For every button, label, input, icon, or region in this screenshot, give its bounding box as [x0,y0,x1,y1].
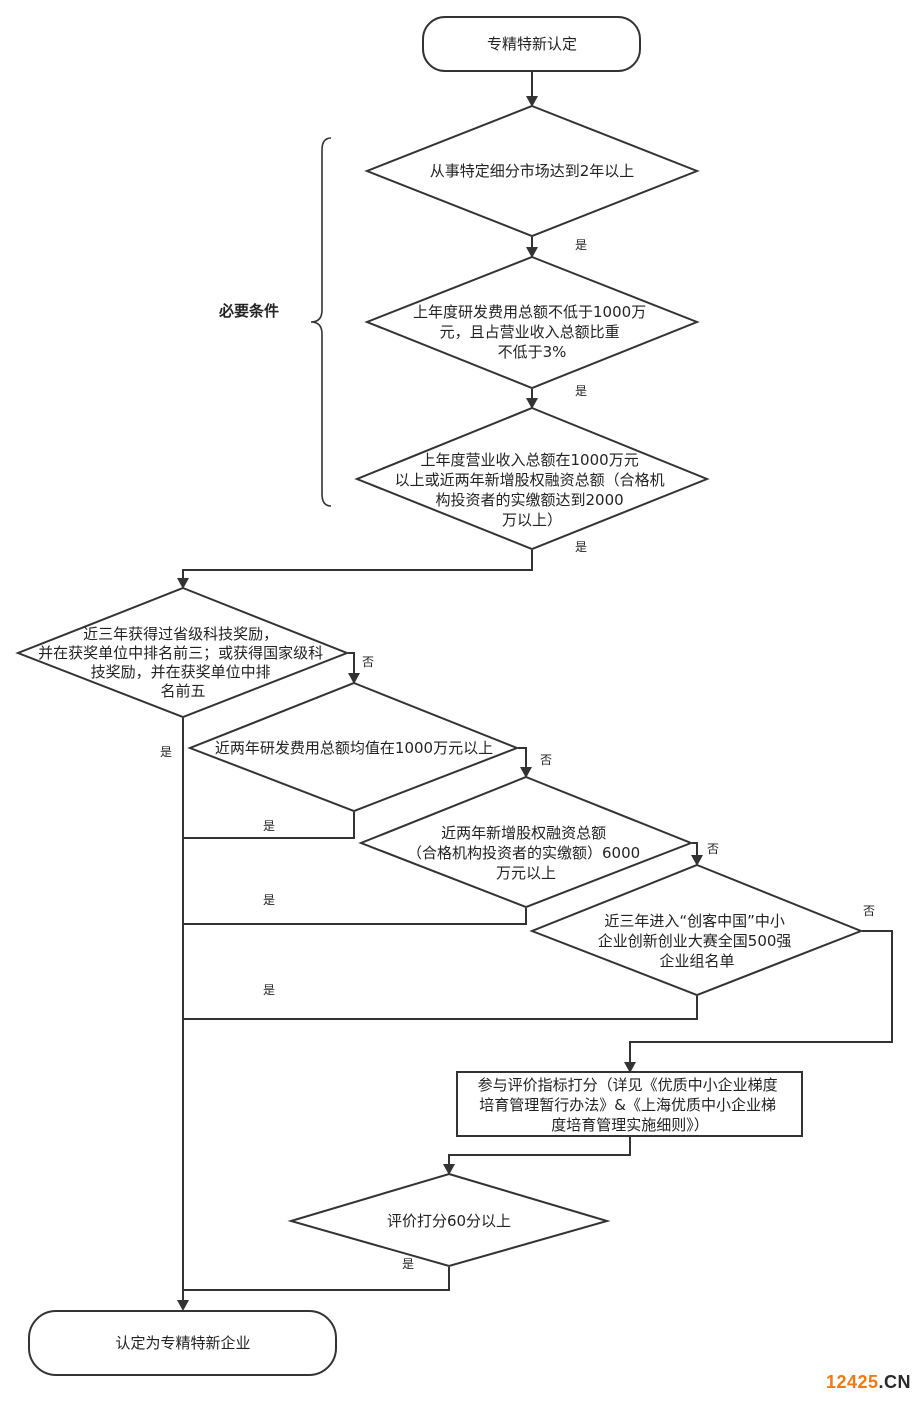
decision-diamond-d2 [187,681,520,813]
arrowhead [443,1164,455,1175]
end-terminal [28,1310,337,1376]
arrowhead [177,1300,189,1311]
arrowhead [520,767,532,778]
start-terminal [422,16,641,72]
watermark-suffix: .CN [878,1372,911,1392]
arrowhead [691,855,703,866]
connector-score-d5 [448,1136,631,1166]
c2-text: 上年度研发费用总额不低于1000万 元，且占营业收入总额比重 不低于3% [413,303,651,361]
connector-d4-yes [183,996,698,1020]
decision-diamond-d5 [287,1172,611,1268]
edge-label-yes: 是 [402,1257,414,1271]
condition-diamond-c2 [364,255,700,390]
required-conditions-label: 必要条件 [218,302,279,320]
edge-label-yes: 是 [575,540,587,554]
decision-diamond-d1 [15,586,350,719]
connector-d5-yes [183,1267,450,1291]
connector-d3-yes [183,908,527,925]
connector-d2-yes [183,812,355,839]
edge-label-yes: 是 [263,819,275,833]
connector-c3-d1 [182,550,533,580]
watermark-number: 12425 [825,1372,879,1392]
scoring-process-box [456,1071,803,1137]
edge-label-yes: 是 [263,893,275,907]
d2-text: 近两年研发费用总额均值在1000万元以上 [215,739,493,757]
decision-diamond-d4 [529,863,864,997]
arrowhead [177,578,189,589]
required-conditions-brace [310,137,332,507]
edge-label-no: 否 [863,904,875,918]
condition-diamond-c3 [354,406,710,551]
arrowhead [526,398,538,409]
d1-text: 近三年获得过省级科技奖励， 并在获奖单位中排名前三；或获得国家级科 技奖励，并在… [38,625,328,700]
arrowhead [624,1062,636,1073]
c1-text: 从事特定细分市场达到2年以上 [430,162,635,180]
connector-d4-score [629,930,893,1064]
arrowhead [526,96,538,107]
edge-label-yes: 是 [575,384,587,398]
connector-d1-d2 [348,652,355,675]
connector-d3-d4 [692,842,698,857]
arrowheads [177,96,703,1311]
watermark-logo: 12425.CN [826,1372,911,1393]
shapes [15,16,864,1376]
connector-d2-d3 [518,747,527,769]
edge-label-no: 否 [540,753,552,767]
arrowhead [526,247,538,258]
scoring-text: 参与评价指标打分（详见《优质中小企业梯度 培育管理暂行办法》&《上海优质中小企业… [478,1076,783,1134]
c3-text: 上年度营业收入总额在1000万元 以上或近两年新增股权融资总额（合格机 构投资者… [395,451,670,529]
node-texts: 专精特新认定 从事特定细分市场达到2年以上 上年度研发费用总额不低于1000万 … [38,35,796,1352]
edge-label-yes: 是 [575,238,587,252]
edge-label-no: 否 [362,655,374,669]
connectors [182,72,893,1302]
edge-label-no: 否 [707,842,719,856]
edge-label-yes: 是 [160,745,172,759]
edge-labels: 是 是 是 否 是 否 是 否 是 否 是 是 [160,238,875,1271]
condition-diamond-c1 [364,104,700,238]
d3-text: 近两年新增股权融资总额 （合格机构投资者的实缴额）6000 万元以上 [407,824,645,882]
d4-text: 近三年进入“创客中国”中小 企业创新创业大赛全国500强 企业组名单 [598,912,796,970]
d5-text: 评价打分60分以上 [387,1212,511,1230]
start-text: 专精特新认定 [487,35,577,53]
end-text: 认定为专精特新企业 [115,1334,250,1352]
decision-diamond-d3 [358,775,694,909]
arrowhead [348,673,360,684]
edge-label-yes: 是 [263,983,275,997]
